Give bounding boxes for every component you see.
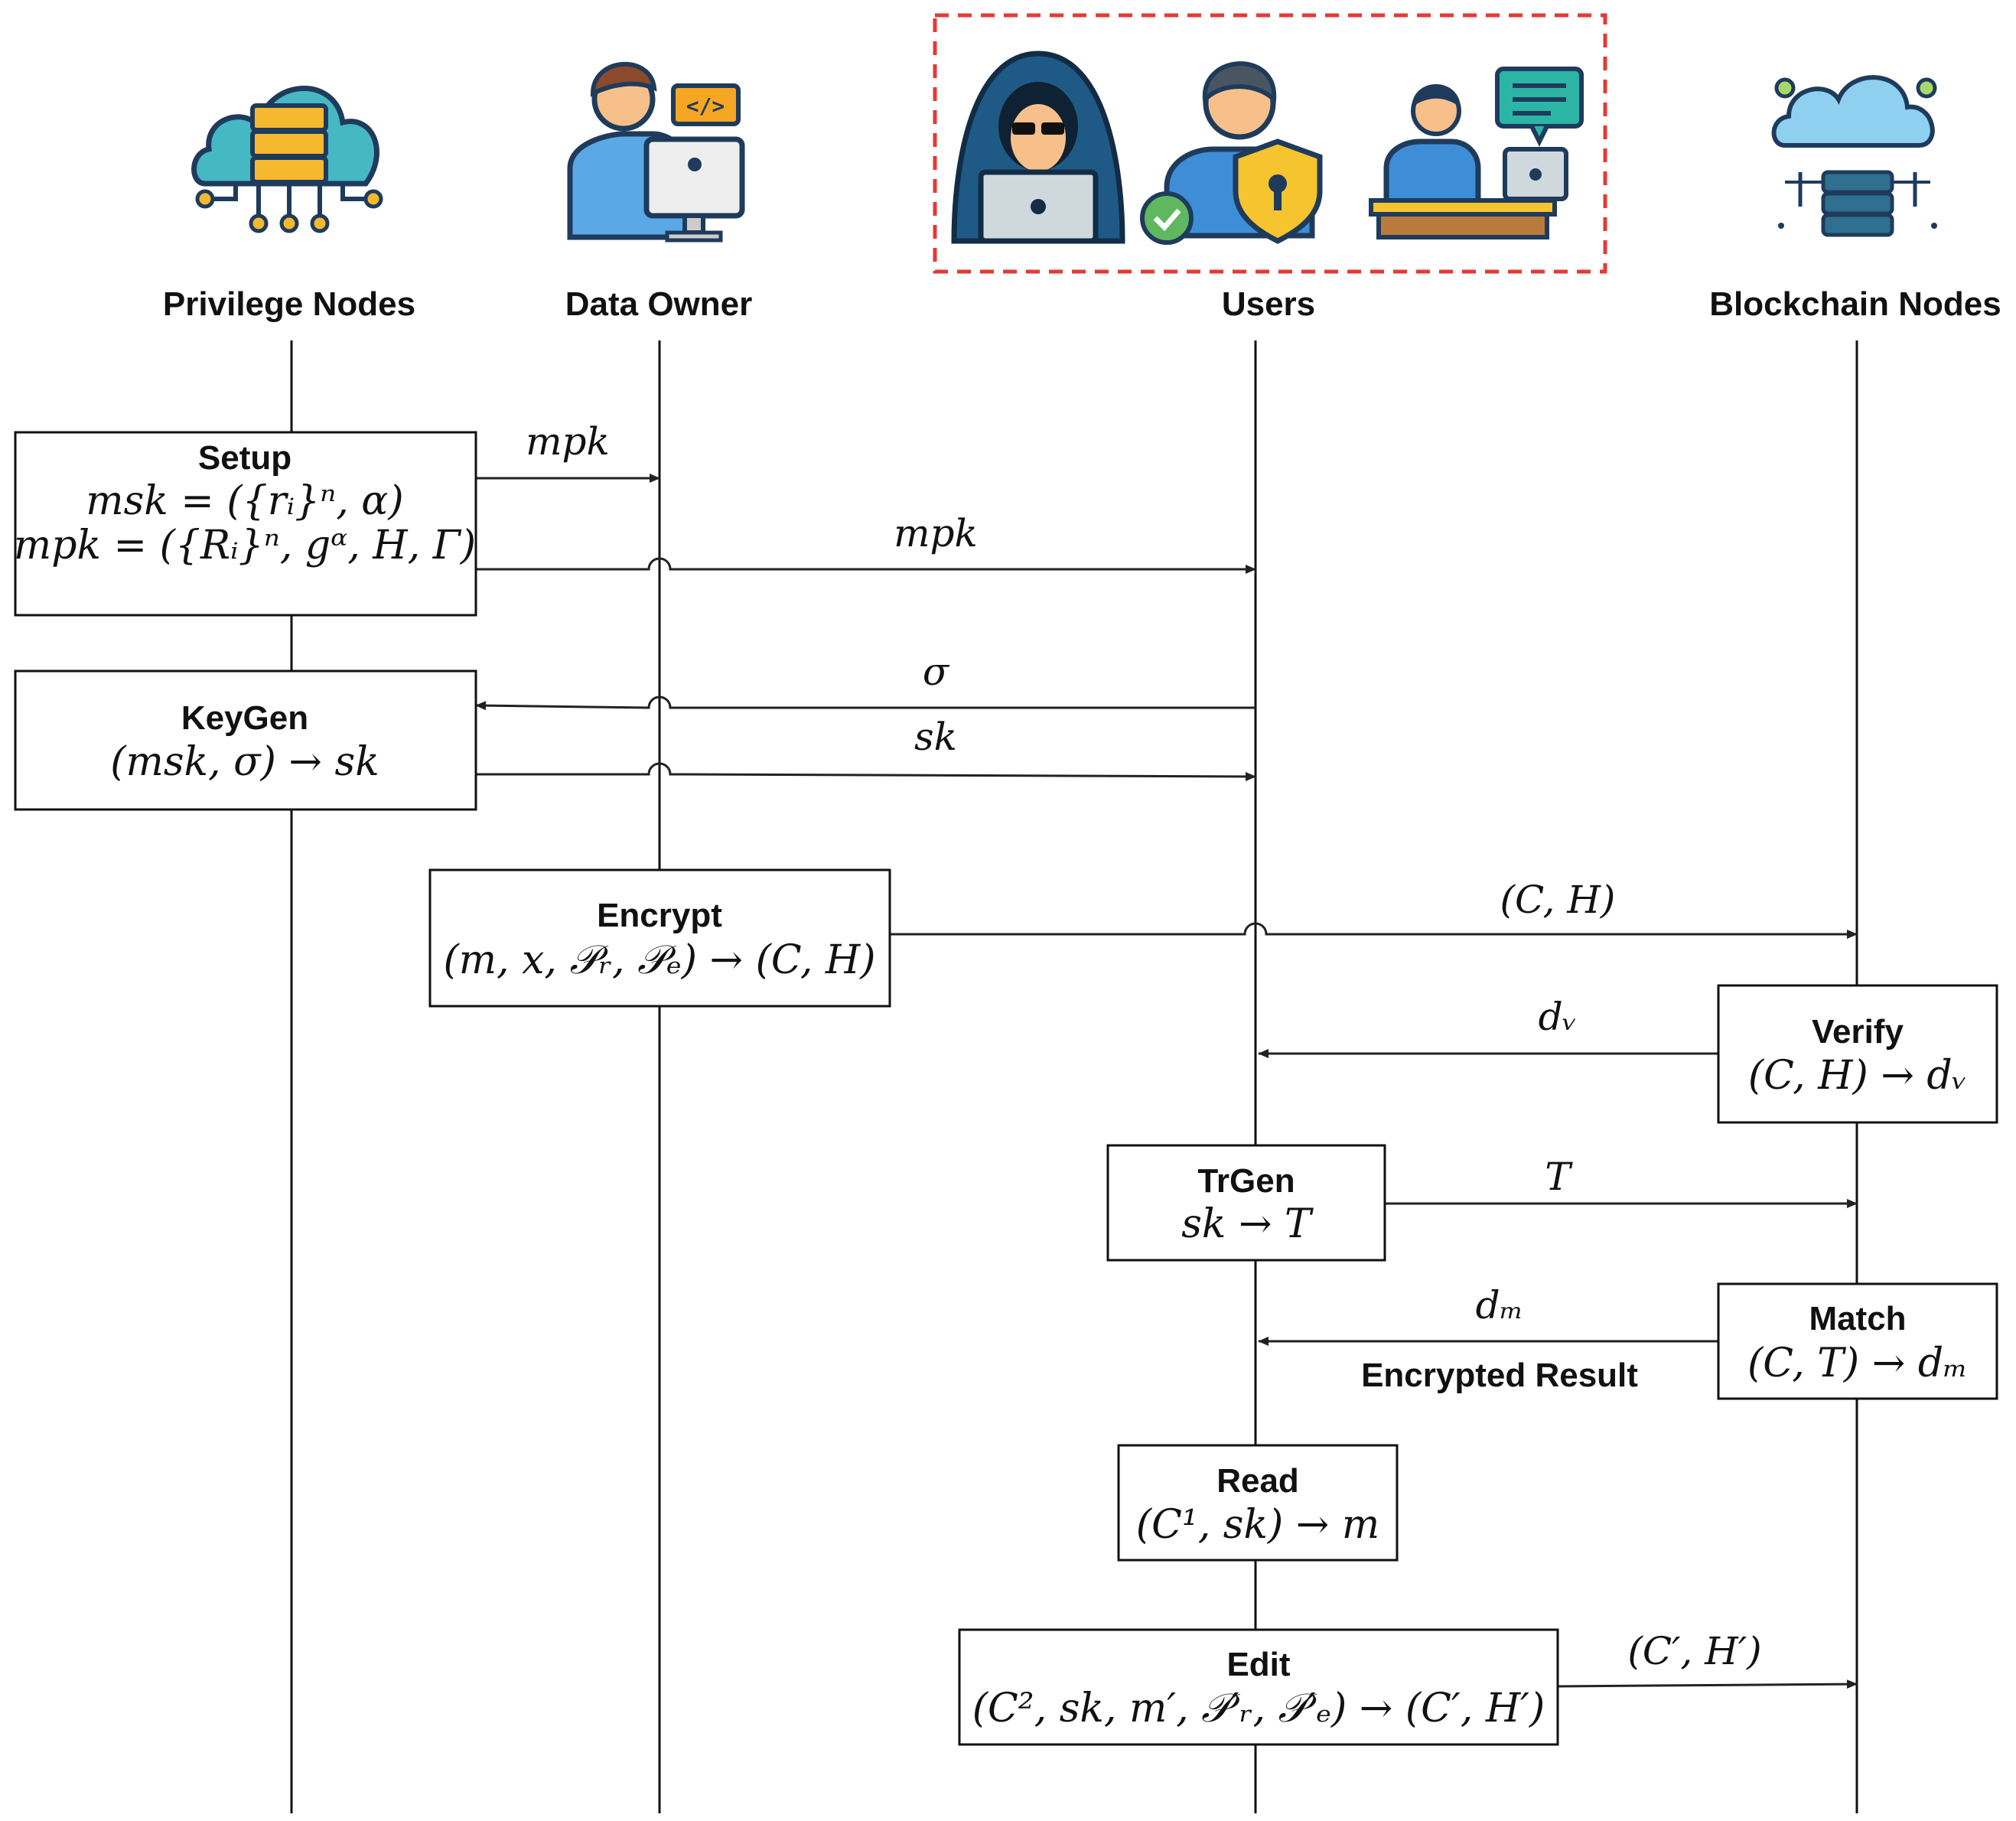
- cloud-server-icon: [191, 85, 383, 233]
- setup-line-1: msk = ({rᵢ}ⁿ, α): [86, 478, 403, 524]
- actor-label-blockchain: Blockchain Nodes: [1709, 285, 2001, 323]
- msg-sigma: σ: [923, 650, 950, 694]
- msg-encrypted-result: Encrypted Result: [1361, 1357, 1638, 1394]
- trgen-line-1: sk → T: [1181, 1201, 1314, 1247]
- setup-box: Setup msk = ({rᵢ}ⁿ, α) mpk = ({Rᵢ}ⁿ, gᵅ,…: [14, 431, 477, 617]
- verify-box: Verify (C, H) → dᵥ: [1717, 984, 1998, 1124]
- msg-t: T: [1545, 1155, 1573, 1199]
- encrypt-line-1: (m, x, 𝒫ᵣ, 𝒫ₑ) → (C, H): [443, 937, 875, 983]
- arrow-ch-prime: [1557, 1679, 1858, 1689]
- match-line-1: (C, T) → dₘ: [1747, 1341, 1968, 1386]
- trgen-box: TrGen sk → T: [1106, 1144, 1386, 1262]
- read-title: Read: [1216, 1462, 1299, 1500]
- keygen-box: KeyGen (msk, σ) → sk: [14, 669, 477, 811]
- setup-title: Setup: [198, 439, 291, 477]
- arrow-sk: [476, 762, 1256, 781]
- msg-ch-prime: (C′, H′): [1627, 1629, 1761, 1673]
- read-line-1: (C¹, sk) → m: [1136, 1502, 1379, 1548]
- laptop-user-icon: [1369, 67, 1584, 239]
- svg-text:</>: </>: [686, 93, 725, 119]
- developer-icon: </>: [567, 61, 745, 243]
- setup-line-2: mpk = ({Rᵢ}ⁿ, gᵅ, H, Γ): [14, 523, 476, 568]
- edit-line-1: (C², sk, m′, 𝒫′ᵣ, 𝒫′ₑ) → (C′, H′): [972, 1686, 1545, 1731]
- keygen-title: KeyGen: [181, 699, 308, 737]
- read-box: Read (C¹, sk) → m: [1117, 1444, 1399, 1562]
- arrow-ch: [890, 922, 1858, 939]
- arrow-sigma: [475, 695, 1256, 711]
- msg-sk: sk: [914, 715, 957, 759]
- encrypt-title: Encrypt: [597, 897, 722, 934]
- edit-box: Edit (C², sk, m′, 𝒫′ᵣ, 𝒫′ₑ) → (C′, H′): [958, 1628, 1559, 1746]
- trgen-title: TrGen: [1197, 1162, 1295, 1200]
- actor-label-privilege: Privilege Nodes: [163, 285, 415, 323]
- edit-title: Edit: [1226, 1646, 1290, 1683]
- actor-label-owner: Data Owner: [565, 285, 753, 323]
- match-box: Match (C, T) → dₘ: [1717, 1282, 1998, 1400]
- keygen-line-1: (msk, σ) → sk: [110, 739, 379, 785]
- encrypt-box: Encrypt (m, x, 𝒫ᵣ, 𝒫ₑ) → (C, H): [428, 868, 891, 1008]
- users-highlight-frame: [933, 13, 1607, 274]
- actor-label-users: Users: [1222, 285, 1315, 323]
- msg-dm: dₘ: [1476, 1283, 1524, 1327]
- msg-mpk-owner: mpk: [526, 419, 610, 464]
- verify-title: Verify: [1812, 1013, 1904, 1051]
- msg-mpk-users: mpk: [894, 511, 978, 555]
- cloud-database-icon: [1771, 75, 1937, 237]
- secure-user-icon: [1140, 61, 1323, 245]
- msg-ch: (C, H): [1500, 878, 1616, 922]
- arrow-mpk-users: [476, 557, 1256, 574]
- match-title: Match: [1809, 1300, 1906, 1337]
- hacker-icon: [951, 50, 1125, 244]
- msg-dv: dᵥ: [1539, 995, 1578, 1039]
- verify-line-1: (C, H) → dᵥ: [1748, 1053, 1967, 1099]
